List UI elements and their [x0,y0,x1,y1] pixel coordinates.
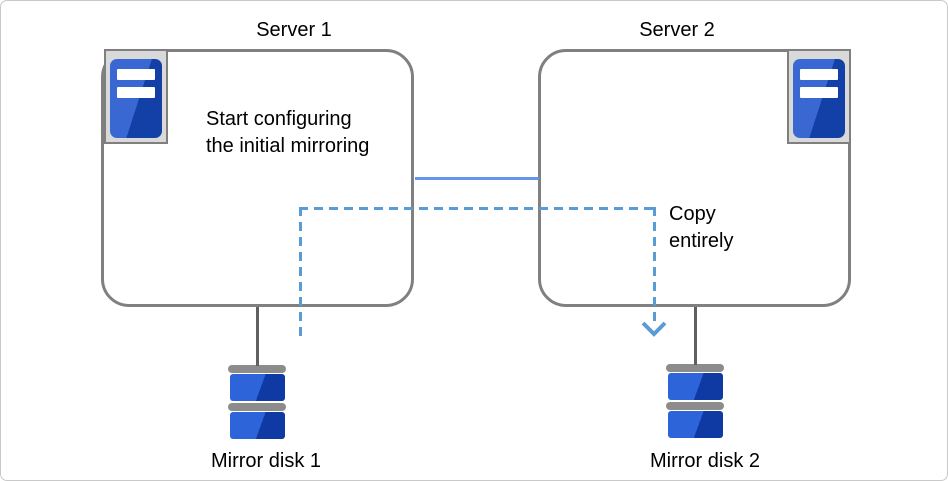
server-drive-bay [800,87,838,98]
server2-box [538,49,851,307]
server-drive-bay [117,87,155,98]
server-icon [104,49,168,144]
disk-platter [229,374,285,401]
disk-cap [666,402,724,410]
server1-title: Server 1 [256,19,332,41]
server1-box [101,49,414,307]
server-drive-bay [117,69,155,80]
server-tower-graphic [110,59,162,138]
disk2-connector-line [694,307,697,365]
server1-note: Start configuring the initial mirroring [206,106,369,160]
server2-title: Server 2 [639,19,715,41]
mirror-disk-icon [666,364,724,440]
server-tower-graphic [793,59,845,138]
copy-path-segment-left [299,207,302,341]
mirror-disk-icon [228,365,286,441]
arrow-down-icon [641,321,667,337]
copy-path-segment-right [653,207,656,321]
copy-path-segment-horizontal [299,207,656,210]
mirror-connect-line [415,177,539,180]
disk-cap [228,365,286,373]
disk-platter [229,412,285,439]
copy-annotation-line2: entirely [669,230,734,252]
disk-cap [666,364,724,372]
server1-note-line2: the initial mirroring [206,135,370,157]
server-drive-bay [800,69,838,80]
disk-cap [228,403,286,411]
disk-platter [667,411,723,438]
copy-annotation-line1: Copy [669,203,716,225]
disk-platter [667,373,723,400]
mirror-disk2-label: Mirror disk 2 [649,450,760,472]
mirror-disk1-label: Mirror disk 1 [210,450,321,472]
server-icon [787,49,851,144]
disk1-connector-line [256,307,259,366]
copy-annotation: Copy entirely [669,201,733,255]
server1-note-line1: Start configuring [206,108,352,130]
